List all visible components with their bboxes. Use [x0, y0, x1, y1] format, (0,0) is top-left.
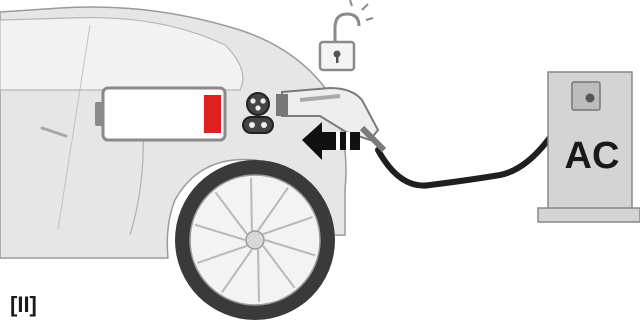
car-door-line-2 — [57, 24, 91, 231]
wheel-spoke — [221, 248, 253, 293]
charging-plug-icon — [276, 86, 387, 153]
wheel-spoke — [194, 223, 246, 241]
step-label: [II] — [10, 292, 37, 317]
wheel-spoke — [262, 216, 313, 236]
door-handle — [40, 126, 68, 138]
wheel-spoke — [257, 187, 289, 232]
charge-port-icon — [242, 92, 274, 134]
plug-insert-arrow-icon — [302, 122, 360, 160]
wheel-spoke — [214, 191, 248, 235]
car-wheel — [175, 160, 335, 320]
wheel-spoke — [197, 244, 248, 264]
wheel-spoke — [264, 239, 316, 257]
battery-level — [203, 95, 221, 133]
charging-station-icon: AC — [537, 71, 640, 223]
wheel-spoke — [250, 178, 253, 231]
unlocked-padlock-icon — [318, 0, 374, 72]
station-label: AC — [565, 135, 620, 177]
car-window — [0, 16, 244, 91]
wheel-spoke — [257, 249, 260, 302]
wheel-spoke — [262, 245, 296, 289]
battery-icon — [95, 86, 227, 142]
